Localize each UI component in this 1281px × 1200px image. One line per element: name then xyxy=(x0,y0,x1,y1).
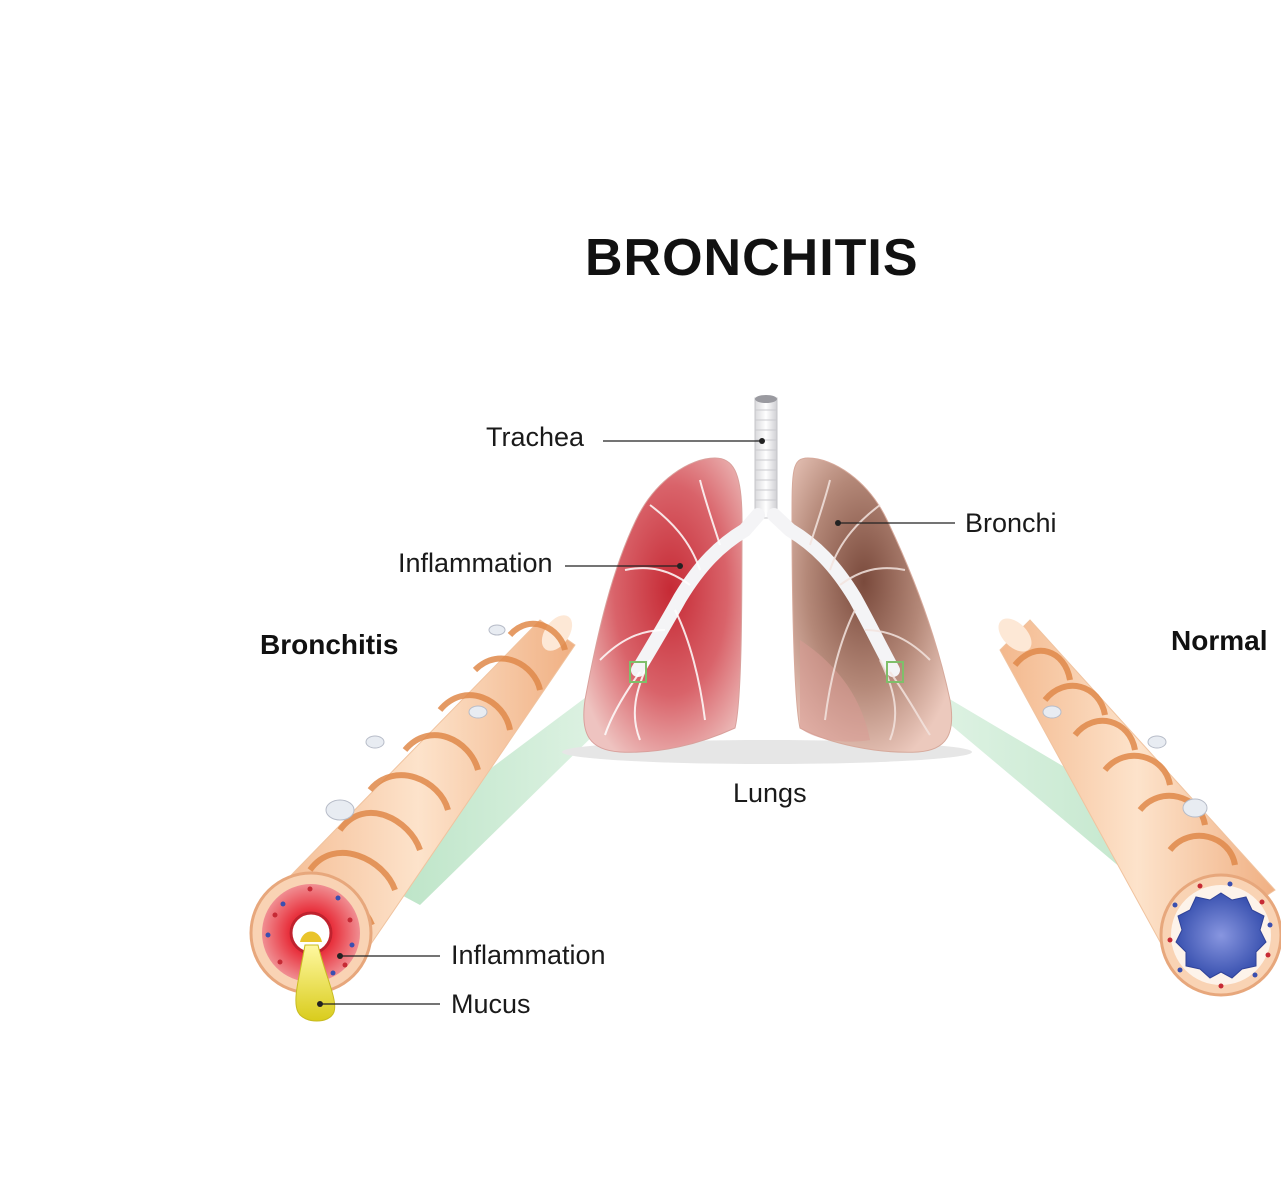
right-bronchioles xyxy=(809,479,931,741)
diagram-title: BRONCHITIS xyxy=(585,229,919,287)
label-inflammation-tube: Inflammation xyxy=(451,940,606,970)
label-normal: Normal xyxy=(1171,625,1268,656)
zoom-box-right xyxy=(886,661,904,683)
left-lung-inflamed xyxy=(583,457,743,753)
label-inflammation-lung: Inflammation xyxy=(398,548,553,578)
label-bronchitis: Bronchitis xyxy=(260,629,399,660)
right-main-bronchus xyxy=(767,508,900,677)
label-trachea: Trachea xyxy=(486,422,585,452)
normal-lumen xyxy=(1175,892,1267,979)
leader-lines xyxy=(320,440,955,1005)
label-lungs: Lungs xyxy=(733,778,807,808)
label-bronchi: Bronchi xyxy=(965,508,1057,538)
left-main-bronchus xyxy=(631,508,765,677)
label-mucus: Mucus xyxy=(451,989,531,1019)
mucus-drop xyxy=(295,944,336,1022)
bronchitis-airway-tube xyxy=(249,615,576,995)
normal-airway-tube xyxy=(998,618,1281,997)
left-bronchioles xyxy=(599,479,721,741)
zoom-box-left xyxy=(629,661,647,683)
